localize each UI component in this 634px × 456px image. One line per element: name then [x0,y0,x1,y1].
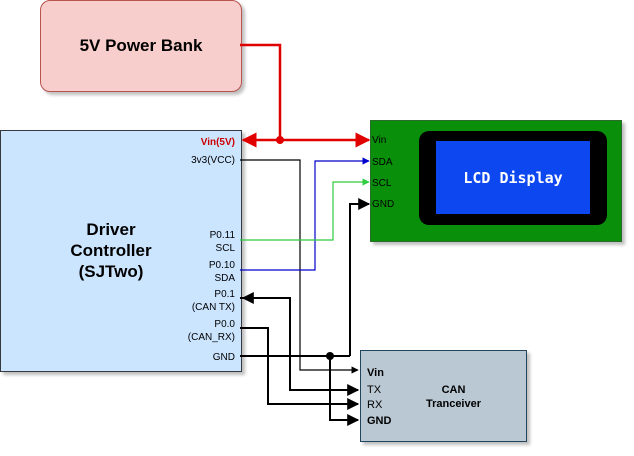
driver-pin-can-tx: (CAN TX) [191,302,235,313]
can-title-line-1: CAN [441,384,466,396]
gnd-wire-can [329,356,360,426]
power-bank-label: 5V Power Bank [79,36,203,55]
lcd-module-block: LCD Display Vin SDA SCL GND [370,120,622,242]
driver-pin-gnd: GND [212,352,235,363]
driver-pin-p011: P0.11 [209,230,235,241]
can-pin-tx: TX [367,384,382,396]
driver-pin-p01: P0.1 [214,289,235,300]
can-transceiver-block: CAN Tranceiver Vin TX RX GND [360,350,527,442]
lcd-pin-scl: SCL [372,178,392,189]
lcd-pin-gnd: GND [372,199,395,210]
can-pin-gnd: GND [367,415,392,427]
driver-pin-scl: SCL [215,243,235,254]
driver-title-line-2: Controller [70,241,152,260]
vcc-wire [240,159,359,374]
gnd-wire-lcd [349,198,371,356]
driver-controller-title: Driver Controller (SJTwo) [56,219,166,282]
driver-pin-p00: P0.0 [214,319,235,330]
driver-title-line-3: (SJTwo) [78,262,144,281]
driver-pin-sda: SDA [214,273,235,284]
lcd-pin-vin: Vin [372,135,387,146]
can-pin-rx: RX [367,399,383,411]
can-title-line-2: Tranceiver [425,398,482,410]
can-transceiver-title: CAN Tranceiver [411,383,496,411]
driver-controller-block: Driver Controller (SJTwo) Vin(5V) 3v3(VC… [0,130,242,372]
lcd-screen-text: LCD Display [463,168,563,187]
driver-pin-p010: P0.10 [208,260,235,271]
power-junction-dot [276,136,284,144]
lcd-pin-sda: SDA [372,157,393,168]
driver-pin-vin: Vin(5V) [200,137,235,148]
can-tx-wire-in [240,297,360,396]
driver-title-line-1: Driver [86,220,136,239]
driver-pin-vcc: 3v3(VCC) [191,155,235,166]
sda-wire [240,157,370,271]
gnd-junction-dot [326,352,334,360]
can-rx-wire [240,327,360,410]
lcd-bezel: LCD Display [419,131,607,225]
driver-pin-can-rx: (CAN_RX) [187,332,235,343]
can-pin-vin: Vin [367,367,384,379]
power-bank-block: 5V Power Bank [40,0,242,92]
power-wire-bank [240,43,282,140]
scl-wire [240,178,370,241]
lcd-screen: LCD Display [436,141,590,214]
